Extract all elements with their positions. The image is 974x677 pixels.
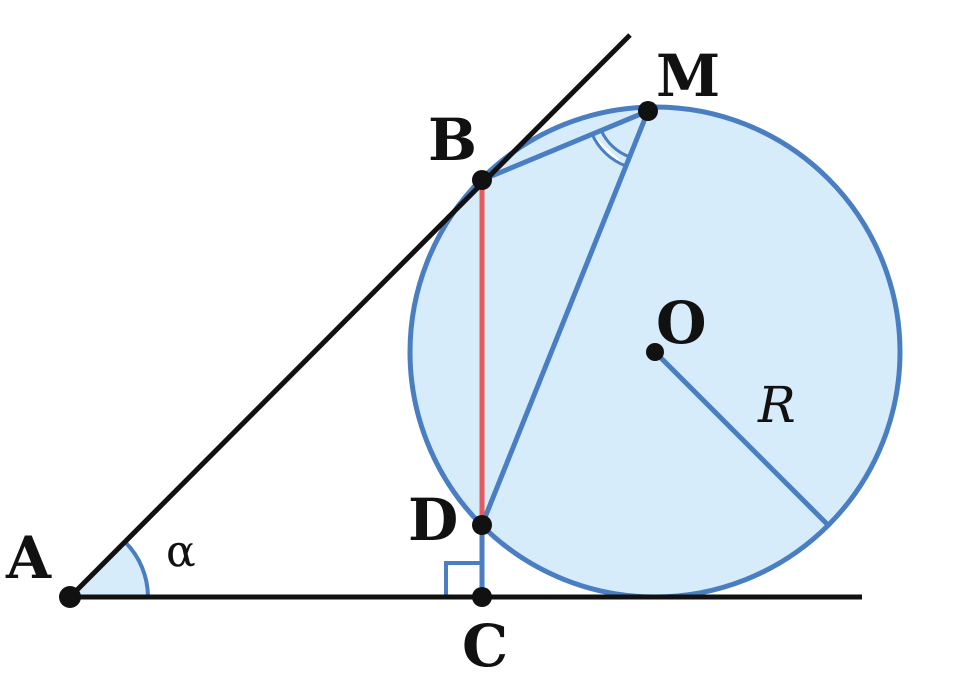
angle-m-arc-inner xyxy=(599,129,631,159)
label-o: O xyxy=(656,289,707,357)
chord-dm xyxy=(479,110,651,526)
label-c: C xyxy=(462,612,508,677)
label-r: R xyxy=(757,376,796,434)
point-o xyxy=(646,343,664,361)
label-d: D xyxy=(408,486,458,554)
label-b: B xyxy=(428,106,477,174)
label-a: A xyxy=(5,524,52,592)
right-angle-marker xyxy=(444,561,482,597)
point-d xyxy=(472,515,492,535)
point-b xyxy=(472,170,492,190)
point-c xyxy=(472,587,492,607)
angle-alpha-arc xyxy=(123,540,150,598)
label-alpha: α xyxy=(166,526,196,577)
point-m xyxy=(638,101,658,121)
angle-m-arc-outer xyxy=(590,133,627,168)
radius-segment xyxy=(653,350,830,527)
chord-bm xyxy=(481,108,649,183)
ray-ab-tangent xyxy=(68,33,632,599)
label-m: M xyxy=(656,42,720,110)
angle-alpha-sector xyxy=(70,542,148,597)
point-a xyxy=(59,586,81,608)
